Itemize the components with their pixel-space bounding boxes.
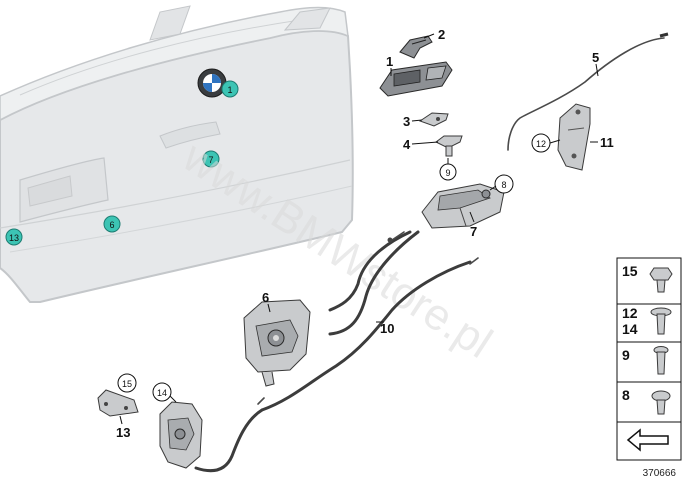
part-3-bracket xyxy=(418,112,449,127)
svg-text:12: 12 xyxy=(536,139,546,149)
svg-text:3: 3 xyxy=(403,114,410,129)
callout-4[interactable]: 4 xyxy=(403,137,439,152)
svg-text:13: 13 xyxy=(116,425,130,440)
part-7-lock xyxy=(421,183,505,229)
svg-text:6: 6 xyxy=(262,290,269,305)
svg-text:1: 1 xyxy=(227,85,232,95)
marker-13[interactable]: 13 xyxy=(5,228,23,246)
part-14-lock xyxy=(159,401,203,469)
lower-cable xyxy=(194,408,264,473)
svg-text:15: 15 xyxy=(622,263,638,279)
callout-15-circle[interactable]: 15 xyxy=(117,373,137,393)
callout-7[interactable]: 7 xyxy=(469,211,477,239)
callout-10[interactable]: 10 xyxy=(376,321,394,336)
fastener-row-12-14[interactable]: 12 14 xyxy=(622,305,672,337)
svg-text:8: 8 xyxy=(501,180,506,190)
callout-6[interactable]: 6 xyxy=(262,290,271,313)
svg-text:15: 15 xyxy=(122,379,132,389)
svg-text:11: 11 xyxy=(600,135,614,150)
part-6-actuator xyxy=(243,299,311,387)
part-4-clip xyxy=(435,135,463,157)
part-1-switch xyxy=(379,61,453,97)
callout-8-circle[interactable]: 8 xyxy=(489,174,514,194)
part-5-cable xyxy=(507,37,665,151)
callout-1[interactable]: 1 xyxy=(386,54,393,76)
fastener-table: 15 12 14 9 8 xyxy=(616,257,682,461)
fastener-row-8[interactable]: 8 xyxy=(622,387,671,415)
svg-text:9: 9 xyxy=(445,168,450,178)
svg-text:5: 5 xyxy=(592,50,599,65)
svg-text:12: 12 xyxy=(622,305,638,321)
callout-3[interactable]: 3 xyxy=(403,114,423,129)
callout-14-circle[interactable]: 14 xyxy=(152,382,177,403)
arrow-icon xyxy=(626,428,669,452)
marker-1[interactable]: 1 xyxy=(221,80,239,98)
callout-11[interactable]: 11 xyxy=(590,135,614,150)
part-10-cable-a xyxy=(328,230,412,312)
part-11-bracket xyxy=(557,103,591,171)
svg-text:13: 13 xyxy=(9,233,19,243)
svg-text:14: 14 xyxy=(622,321,638,337)
svg-text:7: 7 xyxy=(208,155,213,165)
callout-13[interactable]: 13 xyxy=(116,415,130,440)
fastener-row-9[interactable]: 9 xyxy=(622,346,669,375)
part-13-bracket xyxy=(97,389,139,417)
svg-text:6: 6 xyxy=(109,220,114,230)
svg-text:7: 7 xyxy=(470,224,477,239)
svg-text:2: 2 xyxy=(438,27,445,42)
bmw-emblem xyxy=(197,68,227,98)
callout-12-circle[interactable]: 12 xyxy=(531,133,561,153)
svg-text:10: 10 xyxy=(380,321,394,336)
svg-text:8: 8 xyxy=(622,387,630,403)
callout-5[interactable]: 5 xyxy=(592,50,599,77)
marker-6[interactable]: 6 xyxy=(103,215,121,233)
callout-9-circle[interactable]: 9 xyxy=(439,158,457,181)
svg-text:4: 4 xyxy=(403,137,411,152)
diagram-code: 370666 xyxy=(643,468,677,479)
part-10-cable-c xyxy=(260,260,472,412)
callout-2[interactable]: 2 xyxy=(423,27,445,42)
fastener-row-15[interactable]: 15 xyxy=(622,263,673,293)
svg-text:1: 1 xyxy=(386,54,393,69)
svg-text:9: 9 xyxy=(622,347,630,363)
part-2-bracket xyxy=(399,35,433,59)
tailgate xyxy=(0,5,354,303)
part-10-cable-b xyxy=(328,230,420,336)
svg-text:14: 14 xyxy=(157,388,167,398)
marker-7[interactable]: 7 xyxy=(202,150,220,168)
